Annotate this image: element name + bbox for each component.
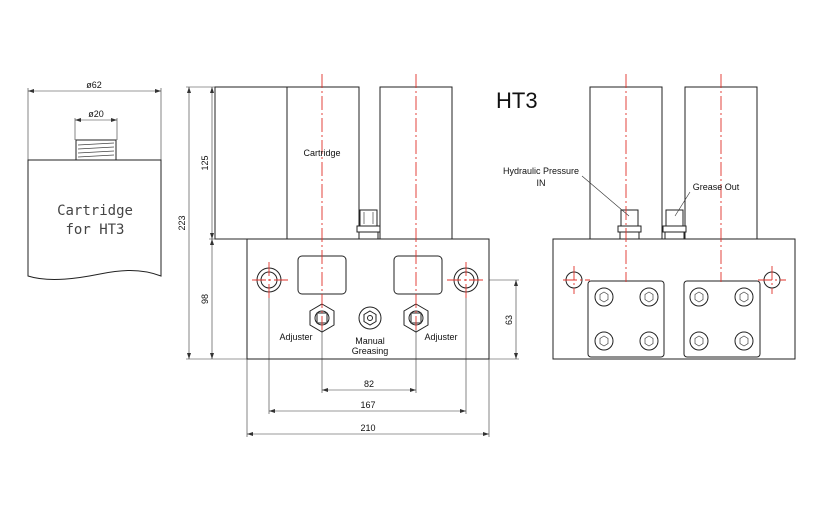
dim-thread-diameter: ø20 [88, 109, 104, 119]
dim-width: 210 [360, 423, 375, 433]
hydraulic-pressure-label-line1: Hydraulic Pressure [503, 166, 579, 176]
dim-block-height: 98 [200, 294, 210, 304]
cartridge-label-line2: for HT3 [65, 222, 124, 238]
bolt-group [594, 287, 754, 351]
grease-out-label: Grease Out [693, 182, 740, 192]
dim-total-height: 223 [177, 215, 187, 230]
manual-greasing-line2: Greasing [352, 346, 389, 356]
dim-mount-spacing: 167 [360, 400, 375, 410]
cartridge-label-line1: Cartridge [57, 203, 133, 219]
dim-adjuster-spacing: 82 [364, 379, 374, 389]
front-view: Cartridge Adjuster Adjuster Manual Greas… [177, 74, 519, 437]
hydraulic-pressure-label-line2: IN [537, 178, 546, 188]
cartridge-callout: Cartridge [303, 148, 340, 158]
dim-outer-diameter: ø62 [86, 80, 102, 90]
side-view: Hydraulic Pressure IN Grease Out [503, 74, 796, 360]
adjuster-right-label: Adjuster [424, 332, 457, 342]
dim-port-height: 63 [504, 315, 514, 325]
model-title: HT3 [496, 88, 538, 113]
adjuster-left-label: Adjuster [279, 332, 312, 342]
cartridge-detail: ø62 ø20 Cartridge for HT3 [27, 80, 162, 280]
manual-greasing-line1: Manual [355, 336, 385, 346]
dim-cartridge-height: 125 [200, 155, 210, 170]
